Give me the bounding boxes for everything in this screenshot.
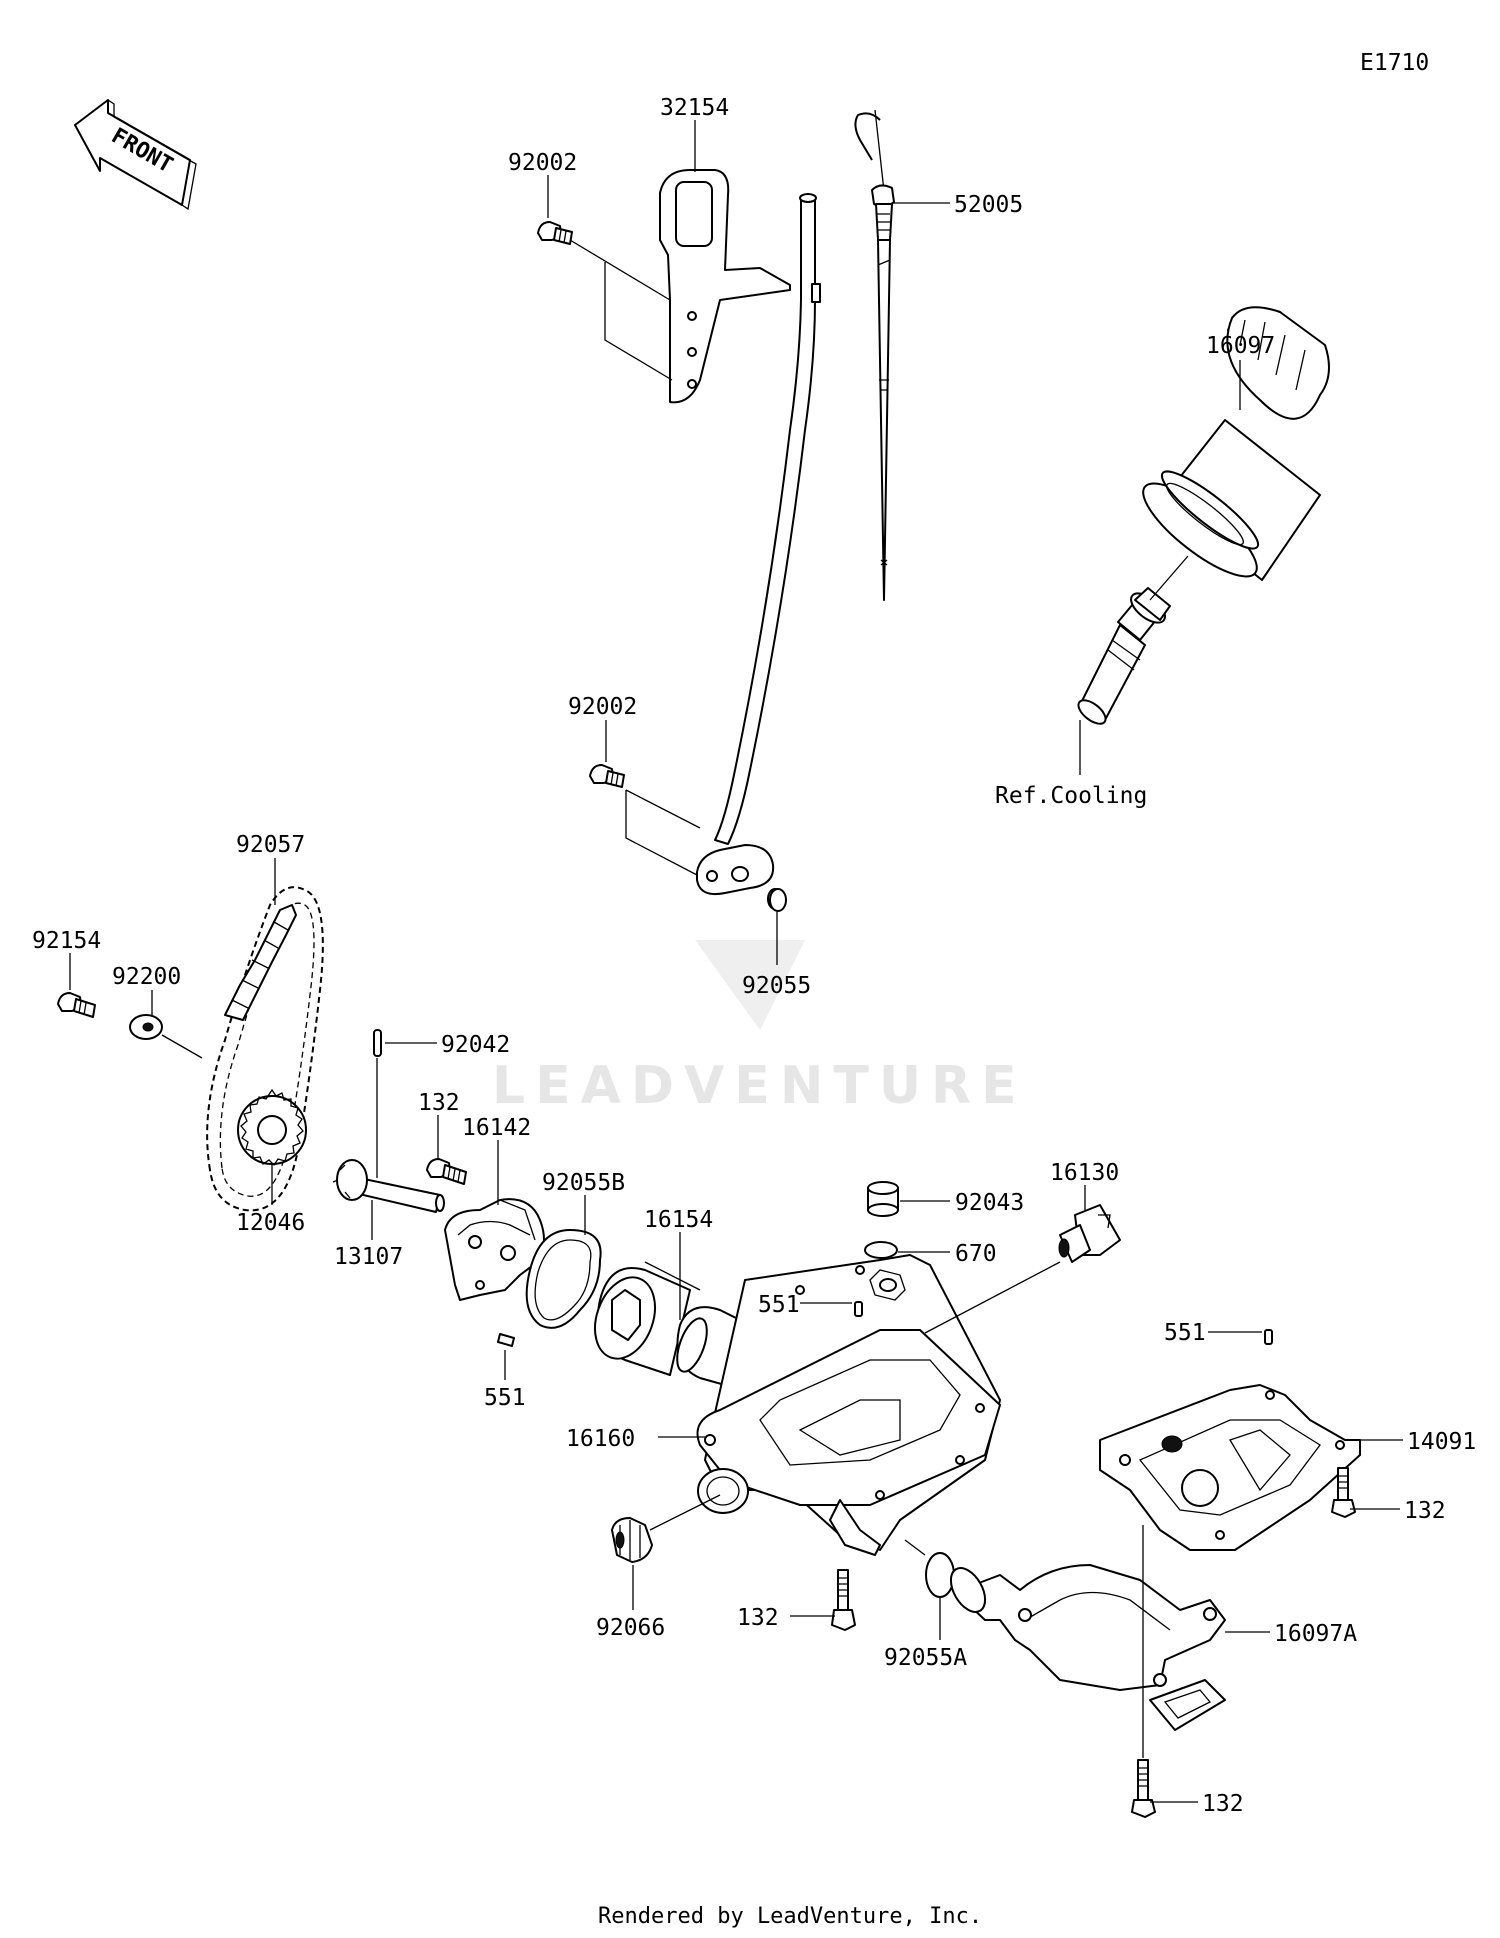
leader-lines (69, 120, 1403, 1803)
diagram-id: E1710 (1360, 50, 1429, 76)
callout-ref-cooling: Ref.Cooling (995, 783, 1147, 809)
callout-92055: 92055 (742, 973, 811, 999)
callout-16160: 16160 (566, 1426, 635, 1452)
callout-551-left: 551 (484, 1385, 526, 1411)
o-ring-92055 (769, 888, 787, 912)
o-ring-92055A (925, 1552, 955, 1598)
dowel-pin-551-center (854, 1301, 863, 1317)
callout-13107: 13107 (334, 1244, 403, 1270)
callout-16097: 16097 (1206, 333, 1275, 359)
callout-16154: 16154 (644, 1207, 713, 1233)
washer-92200 (129, 1014, 163, 1040)
callout-12046: 12046 (236, 1210, 305, 1236)
callout-670: 670 (955, 1241, 997, 1267)
oil-pump-drive-sprocket (237, 1088, 307, 1167)
callout-132-strainer: 132 (1202, 1791, 1244, 1817)
callout-16097A: 16097A (1274, 1621, 1357, 1647)
callout-92043: 92043 (955, 1190, 1024, 1216)
callout-551-center: 551 (758, 1292, 800, 1318)
oil-pump-shaft (332, 1159, 445, 1213)
callout-132-cover: 132 (1404, 1498, 1446, 1524)
oil-pump-rotors (594, 1267, 741, 1386)
bolt-92002-mid (589, 764, 625, 788)
dipstick (854, 109, 895, 601)
callout-92055A: 92055A (884, 1645, 967, 1671)
callout-14091: 14091 (1407, 1429, 1476, 1455)
oil-pressure-relief-valve (1058, 1204, 1121, 1263)
callout-551-right: 551 (1164, 1320, 1206, 1346)
callout-92057: 92057 (236, 832, 305, 858)
bolt-92002-top (537, 221, 573, 245)
bolt-132-pump (426, 1158, 467, 1185)
o-ring-670 (864, 1241, 898, 1259)
dowel-pin-551-pump (497, 1333, 515, 1347)
callout-92002-mid: 92002 (568, 694, 637, 720)
render-credit: Rendered by LeadVenture, Inc. (598, 1904, 982, 1929)
collar-92043 (867, 1181, 899, 1217)
bolt-132-pan (831, 1569, 856, 1631)
oil-level-gauge-pipe (659, 169, 821, 910)
callout-92055B: 92055B (542, 1170, 625, 1196)
callout-92042: 92042 (441, 1032, 510, 1058)
oil-pan-assembly (696, 1254, 1001, 1556)
oil-pan-cover (1099, 1384, 1361, 1551)
gasket-92055B (525, 1229, 602, 1329)
callout-32154: 32154 (660, 95, 729, 121)
callout-132-pump: 132 (418, 1090, 460, 1116)
callout-16130: 16130 (1050, 1160, 1119, 1186)
callout-92154: 92154 (32, 928, 101, 954)
callout-92200: 92200 (112, 964, 181, 990)
watermark: LEADVENTURE (492, 940, 1027, 1116)
callout-92002-top: 92002 (508, 150, 577, 176)
bolt-132-strainer (1131, 1759, 1156, 1818)
dowel-pin-551-right (1264, 1329, 1273, 1345)
callout-labels: 32154 92002 52005 16097 Ref.Cooling 9200… (32, 95, 1476, 1817)
bolt-132-cover (1331, 1467, 1356, 1518)
bolt-92154 (57, 992, 96, 1018)
oil-strainer (949, 1564, 1226, 1731)
oil-pump-body (444, 1198, 545, 1301)
callout-132-pan: 132 (737, 1605, 779, 1631)
watermark-text: LEADVENTURE (492, 1056, 1027, 1116)
pin-92042 (373, 1029, 382, 1057)
callout-16142: 16142 (462, 1115, 531, 1141)
callout-92066: 92066 (596, 1615, 665, 1641)
oil-filter (1142, 306, 1330, 581)
plug-92066 (611, 1517, 653, 1563)
front-direction-arrow: FRONT (74, 99, 197, 211)
oil-filter-fitting (1077, 587, 1171, 725)
callout-52005: 52005 (954, 192, 1023, 218)
